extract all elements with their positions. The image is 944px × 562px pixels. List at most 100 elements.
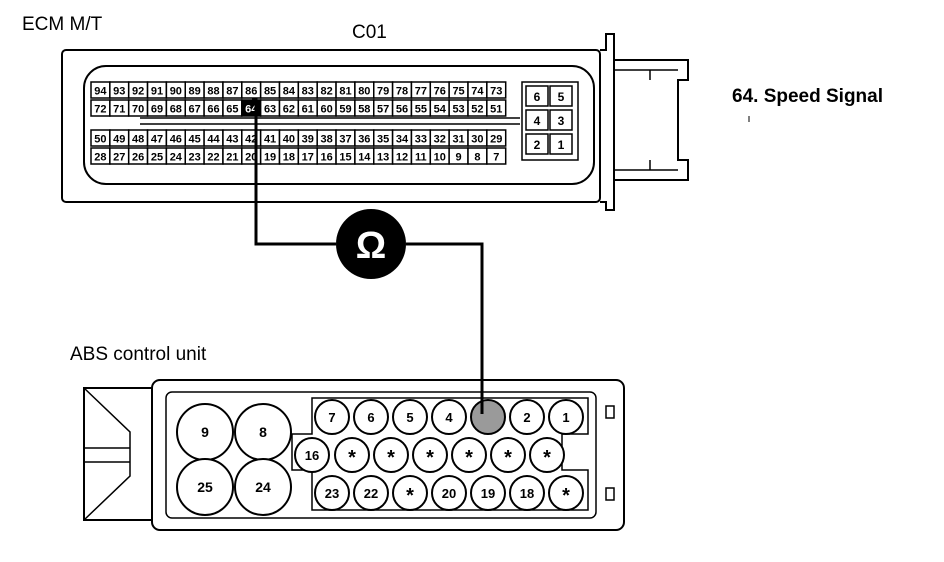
abs-pin-label: * xyxy=(426,447,434,469)
ecm-pin-label: 60 xyxy=(321,104,333,116)
ecm-outer-housing xyxy=(61,49,601,203)
ecm-pin-label: 78 xyxy=(396,86,408,98)
ohm-symbol: Ω xyxy=(356,225,386,267)
abs-small-pin xyxy=(334,437,370,473)
abs-pin-label: 22 xyxy=(364,486,378,501)
ecm-pin-label: 73 xyxy=(490,86,502,98)
ecm-pin-label: 61 xyxy=(302,104,314,116)
ecm-pin-label: 51 xyxy=(490,104,502,116)
ecm-pin-label: 47 xyxy=(151,134,163,146)
abs-pin-label: 16 xyxy=(305,448,319,463)
abs-small-pin xyxy=(548,399,584,435)
abs-connector xyxy=(83,379,625,531)
ecm-pin-label: 79 xyxy=(377,86,389,98)
ecm-pin-label: 23 xyxy=(189,152,201,164)
ecm-pin-label: 22 xyxy=(207,152,219,164)
abs-inner-shroud xyxy=(165,391,597,519)
ecm-pin-label: 72 xyxy=(94,104,106,116)
ecm-pin-label: 25 xyxy=(151,152,163,164)
ecm-pin-label: 93 xyxy=(113,86,125,98)
ecm-pin-label: 63 xyxy=(264,104,276,116)
abs-large-pin-24 xyxy=(234,458,292,516)
abs-outer-housing xyxy=(151,379,625,531)
ecm-pin-label: 82 xyxy=(321,86,333,98)
ecm-pin-label: 89 xyxy=(189,86,201,98)
abs-pin-label: * xyxy=(465,447,473,469)
ecm-pin-label: 43 xyxy=(226,134,238,146)
ecm-pin-label: 14 xyxy=(358,152,371,164)
ecm-pin-label: 7 xyxy=(493,152,499,164)
abs-small-pin xyxy=(548,475,584,511)
ecm-pin-label: 85 xyxy=(264,86,276,98)
ecm-side-pin-label: 3 xyxy=(558,114,565,128)
abs-unit-title: ABS control unit xyxy=(70,344,207,365)
ecm-pin-label: 80 xyxy=(358,86,370,98)
ecm-pin-label: 26 xyxy=(132,152,144,164)
ecm-pin-label: 91 xyxy=(151,86,163,98)
abs-pin-label: 20 xyxy=(442,486,456,501)
ecm-pin-label: 38 xyxy=(321,134,333,146)
ecm-pin-label: 49 xyxy=(113,134,125,146)
abs-pin-label: 2 xyxy=(523,410,530,425)
abs-small-pin xyxy=(373,437,409,473)
ecm-pin-label: 52 xyxy=(471,104,483,116)
ecm-pin-label: 90 xyxy=(170,86,182,98)
ecm-pin-label: 50 xyxy=(94,134,106,146)
ecm-pin-label: 42 xyxy=(245,134,257,146)
abs-pin-label: 23 xyxy=(325,486,339,501)
ecm-pin-51 xyxy=(486,99,507,117)
ecm-pin-label: 41 xyxy=(264,134,276,146)
abs-pin-label: * xyxy=(504,447,512,469)
ecm-pin-label: 12 xyxy=(396,152,408,164)
abs-small-pin xyxy=(509,475,545,511)
ecm-pin-label: 70 xyxy=(132,104,144,116)
abs-large-pin-label: 25 xyxy=(197,479,213,495)
abs-small-pin-block xyxy=(291,397,589,511)
ecm-pin-label: 11 xyxy=(415,152,427,164)
ecm-side-pin-1 xyxy=(549,133,573,155)
ecm-pin-73 xyxy=(486,81,507,99)
ecm-pin-label: 19 xyxy=(264,152,276,164)
abs-pin-label: 6 xyxy=(367,410,374,425)
abs-pin-label: 18 xyxy=(520,486,534,501)
ecm-pin-label: 66 xyxy=(207,104,219,116)
ecm-side-pin-label: 6 xyxy=(534,90,541,104)
abs-small-pin xyxy=(490,437,526,473)
ecm-pin-label: 32 xyxy=(434,134,446,146)
ecm-pin-label: 35 xyxy=(377,134,389,146)
ecm-pin-label: 59 xyxy=(339,104,351,116)
ecm-pin-label: 75 xyxy=(452,86,464,98)
abs-pin-label: * xyxy=(348,447,356,469)
ecm-pin-label: 45 xyxy=(189,134,201,146)
abs-small-pin xyxy=(314,475,350,511)
ecm-pin-label: 28 xyxy=(94,152,106,164)
ecm-pin-label: 46 xyxy=(170,134,182,146)
ecm-side-pin-3 xyxy=(549,109,573,131)
abs-pin-label: 4 xyxy=(445,410,453,425)
ecm-pin-label: 88 xyxy=(207,86,219,98)
ecm-latch-clip xyxy=(614,59,689,181)
abs-small-pin xyxy=(314,399,350,435)
ecm-pin-label: 71 xyxy=(113,104,125,116)
ecm-pin-29 xyxy=(486,129,507,147)
ecm-pin-label: 36 xyxy=(358,134,370,146)
ecm-pin-label: 54 xyxy=(434,104,447,116)
ecm-pin-label: 81 xyxy=(339,86,351,98)
ecm-pin-label: 13 xyxy=(377,152,389,164)
ecm-pin-label: 34 xyxy=(396,134,409,146)
ecm-title: ECM M/T xyxy=(22,14,103,35)
abs-pin-label: 1 xyxy=(562,410,569,425)
abs-latch xyxy=(83,387,152,521)
ecm-pin-label: 86 xyxy=(245,86,257,98)
abs-small-pin xyxy=(392,399,428,435)
ecm-side-pin-4 xyxy=(525,109,549,131)
ecm-pin-label: 65 xyxy=(226,104,238,116)
ecm-pin-label: 68 xyxy=(170,104,182,116)
abs-small-pin xyxy=(294,437,330,473)
ecm-pin-label: 16 xyxy=(321,152,333,164)
ecm-pin-label: 74 xyxy=(471,86,484,98)
ecm-connector xyxy=(61,33,689,211)
ecm-pin-label: 27 xyxy=(113,152,125,164)
ecm-pin-label: 57 xyxy=(377,104,389,116)
